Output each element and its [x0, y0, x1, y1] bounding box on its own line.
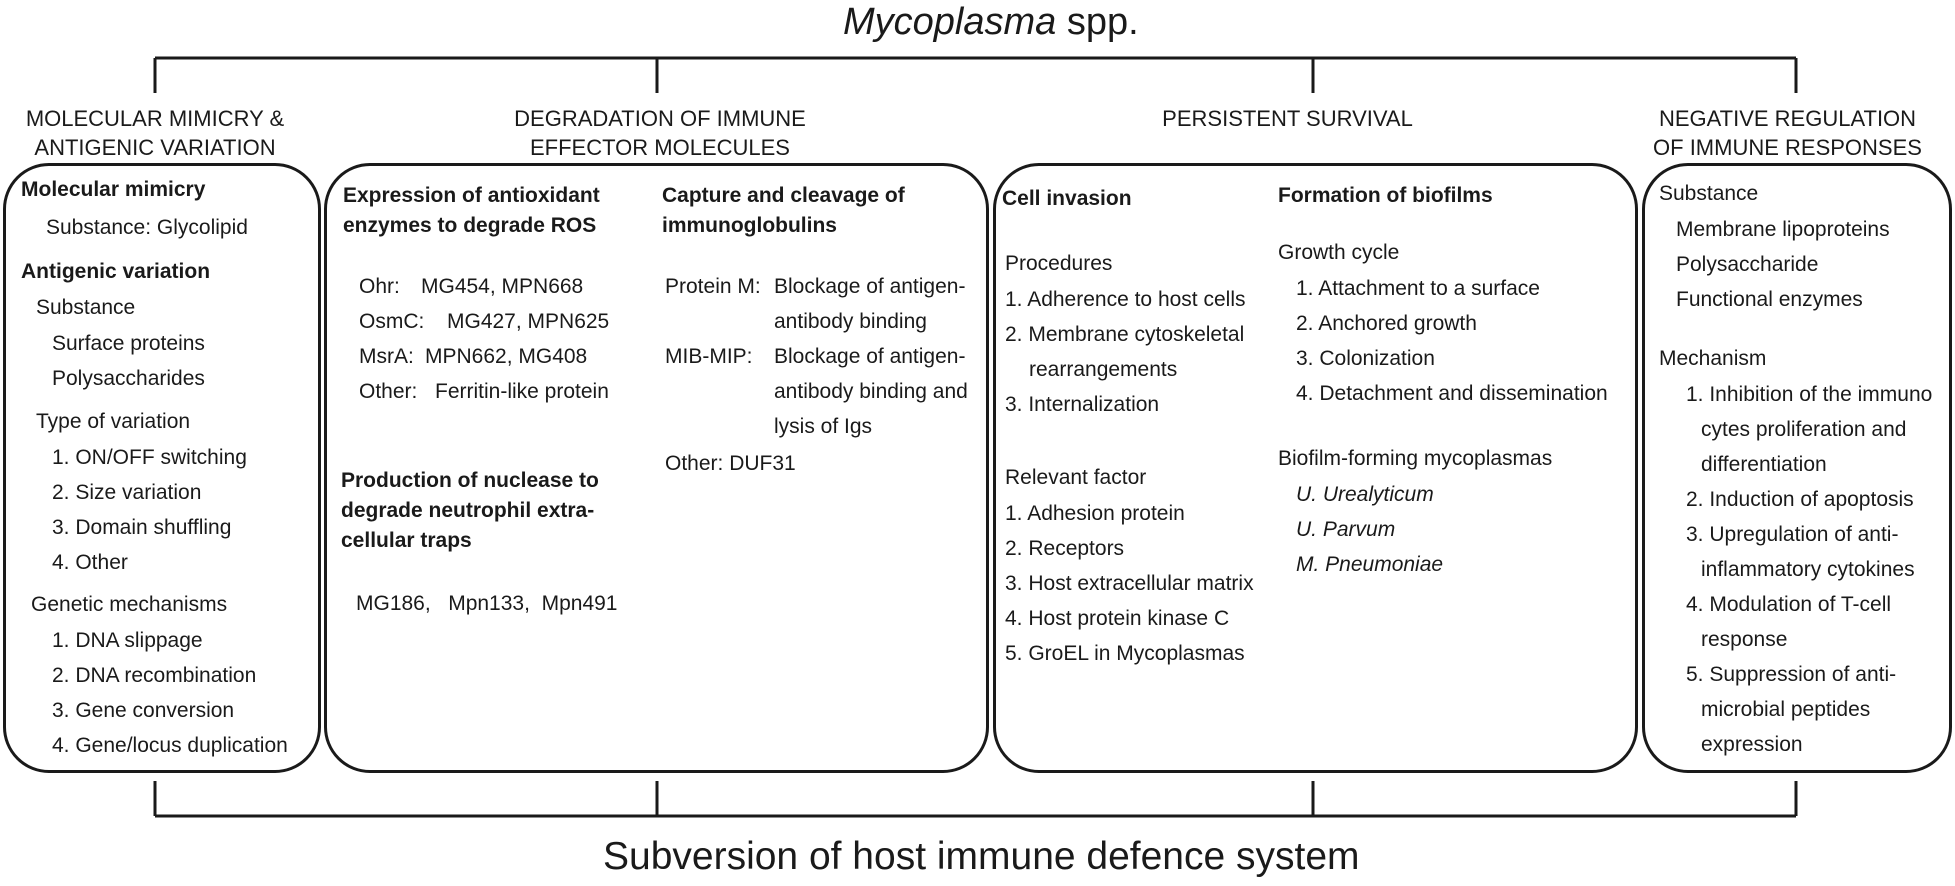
- col1-header-line: ANTIGENIC VARIATION: [34, 135, 276, 160]
- biofilm-species: M. Pneumoniae: [1296, 553, 1444, 576]
- antigenic-substance-item: Polysaccharides: [52, 367, 205, 390]
- col3-box: [993, 163, 1638, 773]
- neg-substance-item: Functional enzymes: [1676, 288, 1863, 311]
- protein-m-text: Blockage of antigen-: [774, 275, 966, 298]
- antioxidant-value: MPN662, MG408: [425, 345, 588, 368]
- col1-header: MOLECULAR MIMICRY & ANTIGENIC VARIATION: [0, 104, 310, 162]
- neg-substance-item: Polysaccharide: [1676, 253, 1819, 276]
- antioxidant-label: OsmC:: [359, 310, 425, 333]
- relevant-factor-item: 3. Host extracellular matrix: [1005, 572, 1254, 595]
- biofilm-title: Formation of biofilms: [1278, 184, 1493, 207]
- antioxidant-value: MG427, MPN625: [447, 310, 610, 333]
- capture-title-line: Capture and cleavage of: [662, 184, 905, 207]
- antioxidant-value: MG454, MPN668: [421, 275, 584, 298]
- col1-box: [3, 163, 321, 773]
- growth-cycle-label: Growth cycle: [1278, 241, 1400, 264]
- biofilm-species: U. Urealyticum: [1296, 483, 1434, 506]
- mechanism-label: Mechanism: [1659, 347, 1767, 370]
- nuclease-title-line: degrade neutrophil extra-: [341, 499, 595, 522]
- col2-header-line: DEGRADATION OF IMMUNE: [514, 106, 806, 131]
- mechanism-item: differentiation: [1701, 453, 1827, 476]
- mechanism-item: microbial peptides: [1701, 698, 1871, 721]
- antigenic-substance-item: Surface proteins: [52, 332, 205, 355]
- neg-substance-item: Membrane lipoproteins: [1676, 218, 1890, 241]
- variation-type-item: 1. ON/OFF switching: [52, 446, 247, 469]
- relevant-factor-item: 4. Host protein kinase C: [1005, 607, 1230, 630]
- mimicry-substance: Substance: Glycolipid: [46, 216, 248, 239]
- genetic-mechanism-item: 2. DNA recombination: [52, 664, 257, 687]
- mechanism-item: 1. Inhibition of the immuno: [1686, 383, 1933, 406]
- mimicry-title: Molecular mimicry: [21, 178, 206, 201]
- genetic-mechanism-item: 1. DNA slippage: [52, 629, 203, 652]
- protein-m-text: antibody binding: [774, 310, 927, 333]
- mechanism-item: 5. Suppression of anti-: [1686, 663, 1897, 686]
- diagram-title: Mycoplasma spp.: [843, 0, 1139, 44]
- relevant-factor-item: 1. Adhesion protein: [1005, 502, 1185, 525]
- antigenic-title: Antigenic variation: [21, 260, 211, 283]
- antioxidant-label: Other:: [359, 380, 418, 403]
- growth-cycle-item: 1. Attachment to a surface: [1296, 277, 1540, 300]
- relevant-factor-item: 2. Receptors: [1005, 537, 1125, 560]
- mib-mip-label: MIB-MIP:: [665, 345, 753, 368]
- antioxidant-title-line: enzymes to degrade ROS: [343, 214, 597, 237]
- genetic-mechanism-item: 4. Gene/locus duplication: [52, 734, 288, 757]
- cell-invasion-title: Cell invasion: [1002, 187, 1132, 210]
- nuclease-genes: MG186, Mpn133, Mpn491: [356, 592, 618, 615]
- mechanism-item: inflammatory cytokines: [1701, 558, 1915, 581]
- biofilm-forming-label: Biofilm-forming mycoplasmas: [1278, 447, 1553, 470]
- mechanism-item: 3. Upregulation of anti-: [1686, 523, 1899, 546]
- variation-type-item: 2. Size variation: [52, 481, 202, 504]
- mechanism-item: 4. Modulation of T-cell: [1686, 593, 1892, 616]
- mechanism-item: response: [1701, 628, 1788, 651]
- relevant-factor-label: Relevant factor: [1005, 466, 1147, 489]
- col2-box: [324, 163, 989, 773]
- nuclease-title-line: Production of nuclease to: [341, 469, 599, 492]
- biofilm-species: U. Parvum: [1296, 518, 1396, 541]
- procedures-label: Procedures: [1005, 252, 1113, 275]
- col2-header-line: EFFECTOR MOLECULES: [530, 135, 790, 160]
- mib-mip-text: antibody binding and: [774, 380, 968, 403]
- col3-header-line: PERSISTENT SURVIVAL: [1162, 106, 1413, 131]
- capture-title-line: immunoglobulins: [662, 214, 837, 237]
- diagram-footer: Subversion of host immune defence system: [603, 835, 1360, 878]
- genetic-mechanism-item: 3. Gene conversion: [52, 699, 235, 722]
- mib-mip-text: Blockage of antigen-: [774, 345, 966, 368]
- antioxidant-label: MsrA:: [359, 345, 414, 368]
- antioxidant-value: Ferritin-like protein: [435, 380, 609, 403]
- capture-other: Other: DUF31: [665, 452, 796, 475]
- title-suffix: spp.: [1056, 1, 1139, 43]
- mechanism-item: 2. Induction of apoptosis: [1686, 488, 1914, 511]
- variation-type-item: 3. Domain shuffling: [52, 516, 232, 539]
- growth-cycle-item: 3. Colonization: [1296, 347, 1435, 370]
- col4-header-line: OF IMMUNE RESPONSES: [1653, 135, 1922, 160]
- col4-box: [1642, 163, 1952, 773]
- variation-type-item: 4. Other: [52, 551, 128, 574]
- procedure-item: 3. Internalization: [1005, 393, 1160, 416]
- mib-mip-text: lysis of Igs: [774, 415, 873, 438]
- antioxidant-label: Ohr:: [359, 275, 400, 298]
- procedure-item: 2. Membrane cytoskeletal: [1005, 323, 1245, 346]
- title-genus: Mycoplasma: [843, 1, 1057, 43]
- relevant-factor-item: 5. GroEL in Mycoplasmas: [1005, 642, 1245, 665]
- col4-header-line: NEGATIVE REGULATION: [1658, 106, 1917, 131]
- col1-header-line: MOLECULAR MIMICRY &: [25, 106, 285, 131]
- col2-header: DEGRADATION OF IMMUNE EFFECTOR MOLECULES: [460, 104, 860, 162]
- genetic-mechanisms-label: Genetic mechanisms: [31, 593, 228, 616]
- mechanism-item: expression: [1701, 733, 1803, 756]
- growth-cycle-item: 4. Detachment and dissemination: [1296, 382, 1608, 405]
- antioxidant-title-line: Expression of antioxidant: [343, 184, 600, 207]
- nuclease-title-line: cellular traps: [341, 529, 472, 552]
- col3-header: PERSISTENT SURVIVAL: [1100, 104, 1475, 133]
- protein-m-label: Protein M:: [665, 275, 761, 298]
- variation-type-label: Type of variation: [36, 410, 191, 433]
- procedure-item: rearrangements: [1029, 358, 1178, 381]
- col4-header: NEGATIVE REGULATION OF IMMUNE RESPONSES: [1620, 104, 1955, 162]
- neg-substance-label: Substance: [1659, 182, 1759, 205]
- growth-cycle-item: 2. Anchored growth: [1296, 312, 1477, 335]
- mechanism-item: cytes proliferation and: [1701, 418, 1907, 441]
- procedure-item: 1. Adherence to host cells: [1005, 288, 1246, 311]
- antigenic-substance-label: Substance: [36, 296, 136, 319]
